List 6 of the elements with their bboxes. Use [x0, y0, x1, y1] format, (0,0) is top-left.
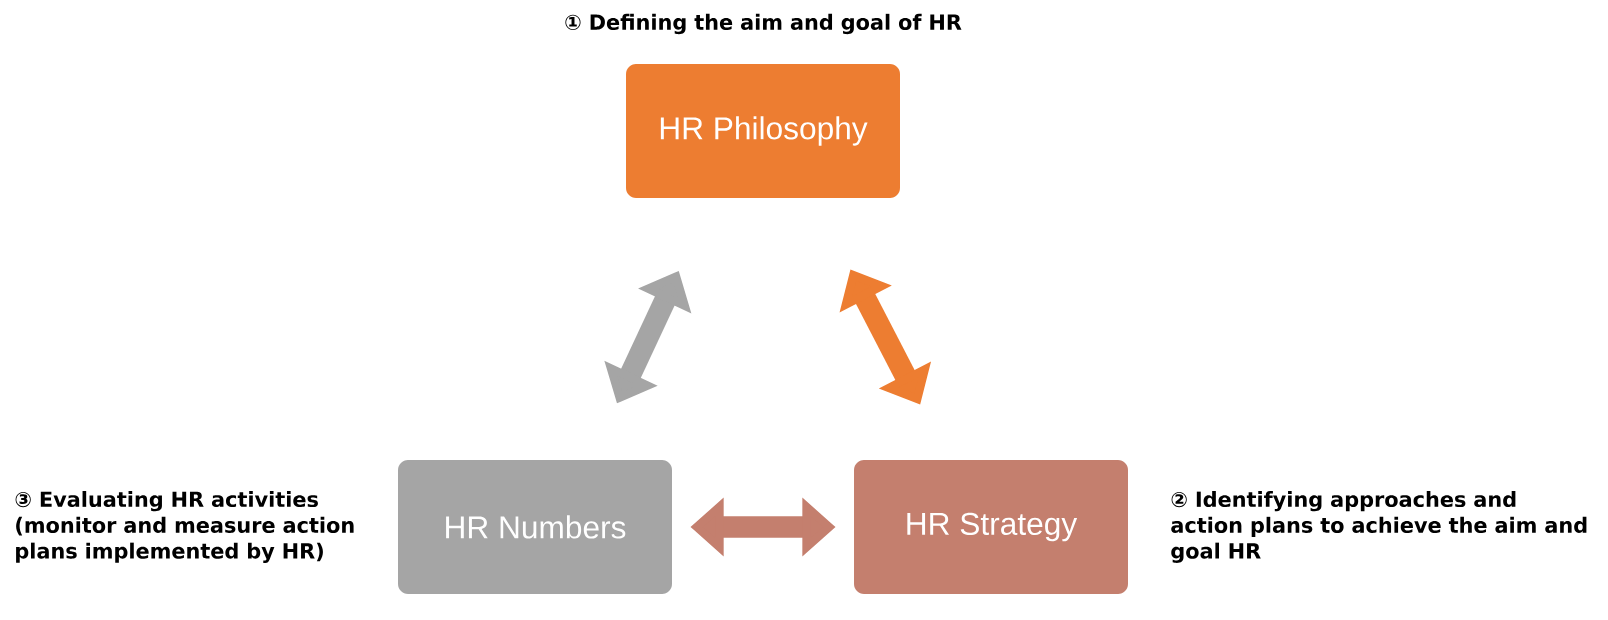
- annotation-text: ② Identifying approaches and action plans to achieve the aim and goal HR: [1171, 491, 1587, 563]
- process-box: HR Philosophy: [626, 64, 900, 198]
- process-box: HR Strategy: [854, 460, 1128, 594]
- annotation-text: ③ Evaluating HR activities (monitor and measure action plans implemented by HR): [15, 491, 354, 563]
- annotation-text: ① Defining the aim and goal of HR: [565, 13, 962, 35]
- process-box: HR Numbers: [398, 460, 672, 594]
